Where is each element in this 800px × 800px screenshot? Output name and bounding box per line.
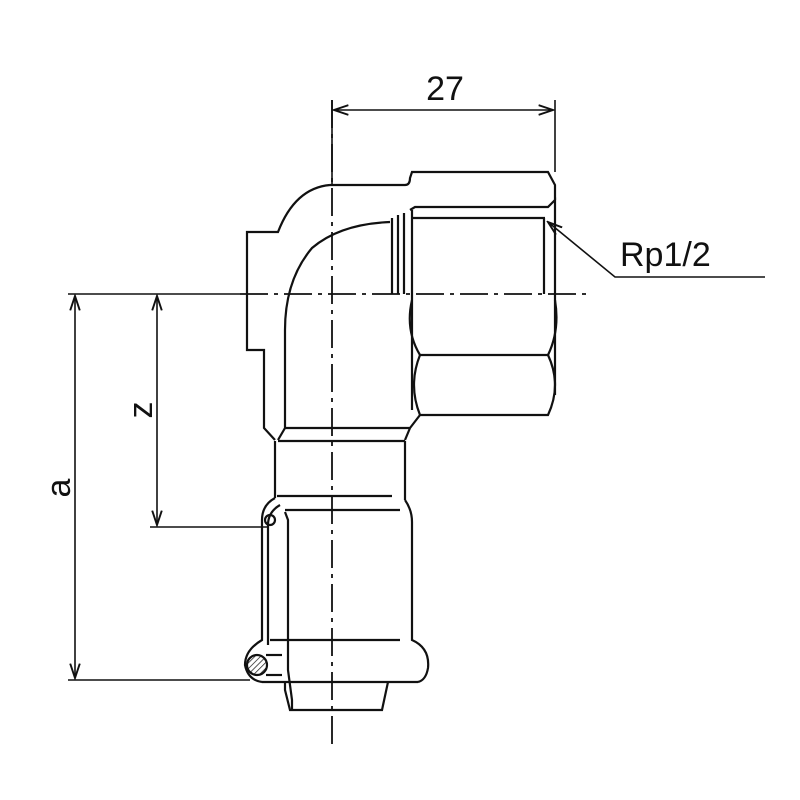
seal-ring bbox=[245, 653, 269, 677]
thread-leader bbox=[548, 222, 765, 278]
dimension-z-label: z bbox=[122, 402, 160, 419]
dimension-27 bbox=[331, 100, 556, 185]
dimension-a-label: a bbox=[40, 478, 78, 497]
dimension-a-z bbox=[68, 293, 268, 681]
small-oring bbox=[263, 513, 277, 527]
dimension-27-label: 27 bbox=[426, 70, 464, 108]
thread-label: Rp1/2 bbox=[620, 236, 711, 274]
fitting-body bbox=[243, 170, 558, 712]
centerlines bbox=[240, 100, 590, 745]
